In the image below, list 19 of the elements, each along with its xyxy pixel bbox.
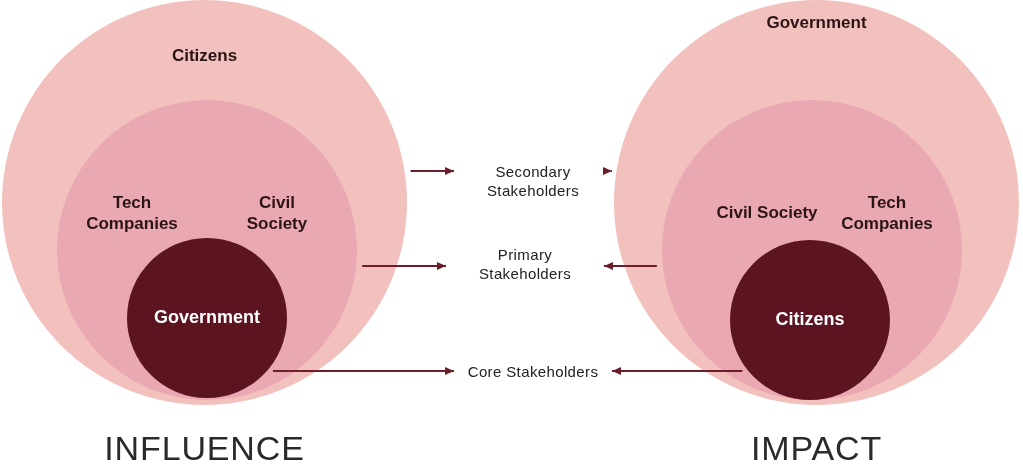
circle-label: Tech Companies — [840, 192, 934, 235]
arrow — [409, 167, 455, 175]
circle-label: Civil Society — [715, 202, 819, 224]
circle-label: Civil Society — [245, 192, 309, 235]
circle-label: Core Stakeholders — [467, 362, 599, 382]
section-title: IMPACT — [750, 428, 883, 469]
arrow — [603, 262, 658, 270]
arrow — [611, 367, 744, 375]
arrow — [603, 167, 613, 175]
circle-label: Secondary Stakeholders — [485, 163, 581, 201]
arrow — [271, 367, 455, 375]
circle-label: Government — [153, 306, 261, 329]
circle-label: Citizens — [170, 45, 239, 67]
circle-label: Citizens — [774, 308, 846, 331]
circle-label: Tech Companies — [85, 192, 179, 235]
circle-label: Government — [765, 12, 868, 34]
section-title: INFLUENCE — [103, 428, 306, 469]
arrow — [361, 262, 447, 270]
circle-label: Primary Stakeholders — [477, 246, 573, 284]
